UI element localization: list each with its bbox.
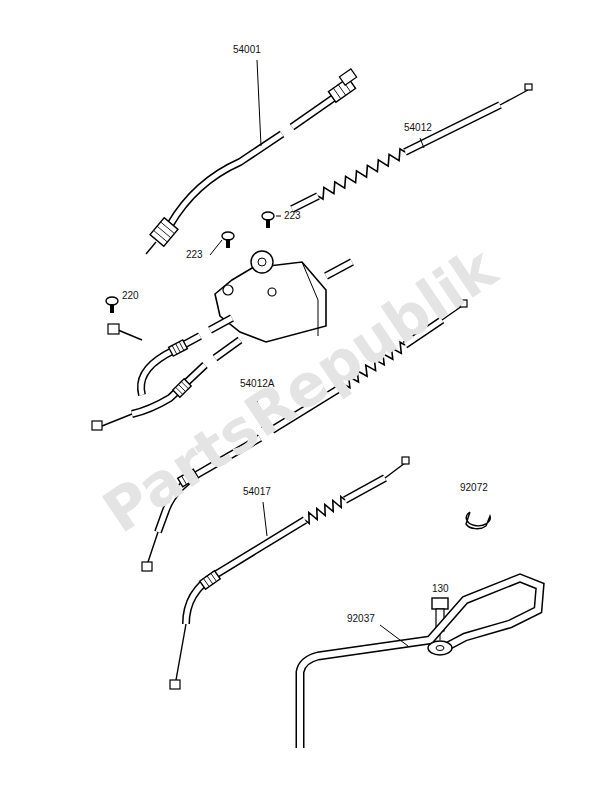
inner-wire xyxy=(500,90,528,105)
cable-sheath xyxy=(300,578,540,748)
cable-sheath xyxy=(170,134,282,225)
junction-box xyxy=(302,262,318,336)
cable-fitting xyxy=(157,226,171,238)
inner-wire xyxy=(148,532,158,562)
cable-sheath xyxy=(326,262,352,276)
screw-head xyxy=(106,297,118,305)
cable-sheath xyxy=(186,520,305,624)
junction-box xyxy=(251,251,273,273)
cable-fitting xyxy=(172,345,177,354)
cable-sheath xyxy=(405,105,500,152)
cable-fitting xyxy=(200,571,220,590)
cable-fitting xyxy=(173,379,191,397)
cable-sheath xyxy=(210,318,232,330)
callout-number: 223 xyxy=(186,249,203,261)
cable-sheath xyxy=(210,318,232,330)
cable-fitting xyxy=(207,576,213,584)
cable-sheath xyxy=(292,97,335,127)
callout-number: 54012 xyxy=(404,122,432,134)
cable-fitting xyxy=(150,218,178,246)
cable-sheath xyxy=(405,105,500,152)
cable-end xyxy=(92,421,102,430)
cable-fitting xyxy=(169,340,188,356)
cable-end xyxy=(142,562,152,571)
cable-sheath xyxy=(215,340,240,358)
junction-box xyxy=(223,285,233,295)
leader-line xyxy=(210,240,222,255)
screw-shaft xyxy=(110,304,114,313)
cable-fitting xyxy=(181,382,188,389)
bolt xyxy=(432,598,448,609)
cable-fitting xyxy=(173,379,191,397)
cable-end xyxy=(525,84,532,90)
cable-sheath xyxy=(132,365,205,414)
cable-sheath xyxy=(345,478,385,500)
cable-fitting xyxy=(200,571,220,590)
cable-sheath xyxy=(170,134,282,225)
cable-fitting xyxy=(176,344,181,353)
cable-fitting xyxy=(169,340,188,356)
cable-end xyxy=(108,324,119,334)
screw-head xyxy=(262,212,274,220)
junction-box xyxy=(258,258,266,266)
cable-sheath xyxy=(292,196,318,209)
cable-fitting xyxy=(203,578,209,586)
callout-number: 223 xyxy=(284,210,301,222)
cable-fitting xyxy=(161,222,175,234)
cable-fitting xyxy=(150,218,178,246)
cable-fitting xyxy=(211,573,217,581)
callout-number: 92072 xyxy=(460,482,488,494)
cable-sheath xyxy=(186,520,305,624)
callout-number: 130 xyxy=(432,583,449,595)
inner-wire xyxy=(102,414,132,426)
inner-wire xyxy=(385,463,405,478)
cable-fitting xyxy=(333,88,340,99)
leader-line xyxy=(420,138,424,148)
leader-line xyxy=(263,502,267,536)
callout-number: 92037 xyxy=(347,613,375,625)
cable-sheath xyxy=(132,365,205,414)
junction-box xyxy=(268,288,276,296)
cable-fitting xyxy=(339,69,356,85)
screw-head xyxy=(222,232,234,240)
inner-wire xyxy=(146,242,156,254)
leader-line xyxy=(380,625,408,646)
bracket-tab xyxy=(428,641,452,655)
cable-end xyxy=(170,680,180,689)
cable-end xyxy=(402,457,409,464)
cable-fitting xyxy=(338,85,345,96)
screw-shaft xyxy=(266,219,270,228)
cable-fitting xyxy=(178,384,185,391)
adjuster-spring xyxy=(305,497,345,524)
adjuster-spring xyxy=(318,149,405,199)
cable-fitting xyxy=(154,230,168,242)
cable-fitting xyxy=(176,387,183,394)
leader-line xyxy=(276,216,281,217)
cable-sheath xyxy=(345,478,385,500)
junction-box xyxy=(215,262,326,342)
inner-wire xyxy=(118,330,142,340)
callout-number: 220 xyxy=(122,290,139,302)
callout-number: 54017 xyxy=(243,486,271,498)
cable-sheath xyxy=(300,578,540,748)
bracket-tab xyxy=(436,646,444,651)
inner-wire xyxy=(176,624,186,680)
cable-fitting xyxy=(179,342,184,351)
cable-sheath xyxy=(292,196,318,209)
cable-sheath xyxy=(292,97,335,127)
cable-clamp xyxy=(466,512,490,529)
leader-line xyxy=(257,60,261,146)
cable-sheath xyxy=(215,340,240,358)
screw-shaft xyxy=(226,239,230,248)
cable-sheath xyxy=(326,262,352,276)
callout-number: 54001 xyxy=(233,44,261,56)
